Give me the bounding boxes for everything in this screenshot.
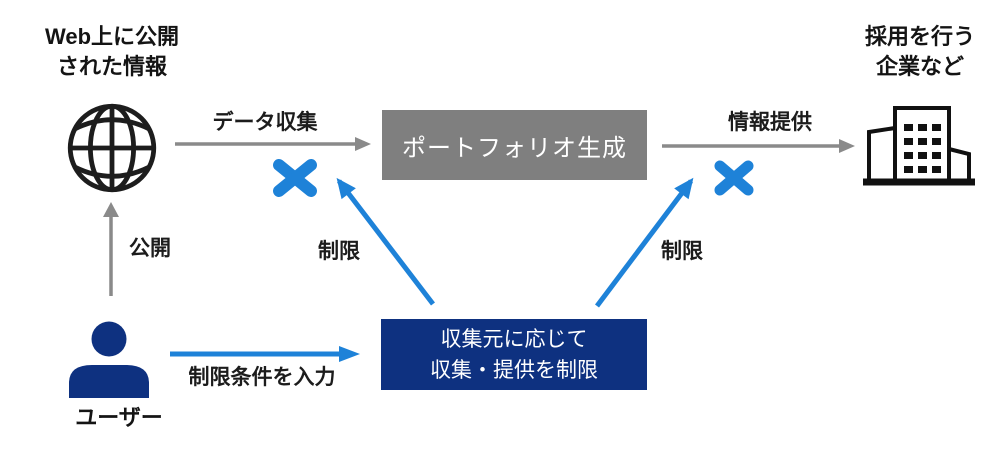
cross-icon	[712, 158, 756, 198]
user-label: ユーザー	[75, 405, 163, 430]
restrict-left-label: 制限	[318, 240, 360, 263]
portfolio-label: ポートフォリオ生成	[402, 134, 627, 162]
web-info-line1: Web上に公開	[44, 24, 180, 49]
web-info-label: Web上に公開 された情報	[22, 22, 202, 82]
info-provision-label: 情報提供	[728, 111, 812, 134]
info-provision-arrow	[660, 137, 860, 157]
restrict-right-arrow	[588, 168, 706, 310]
portfolio-box: ポートフォリオ生成	[382, 110, 647, 180]
building-icon	[858, 104, 980, 190]
globe-icon	[64, 100, 160, 196]
data-collection-label: データ収集	[212, 111, 318, 134]
input-conditions-arrow	[168, 344, 366, 364]
person-icon	[64, 320, 154, 400]
restrict-left-arrow	[323, 168, 441, 310]
input-conditions-label: 制限条件を入力	[188, 366, 336, 389]
company-line1: 採用を行う	[864, 24, 975, 49]
cross-icon	[271, 157, 319, 199]
restrict-right-label: 制限	[661, 240, 703, 263]
restriction-line1: 収集元に応じて	[440, 327, 588, 351]
publish-arrow	[98, 200, 124, 298]
restriction-line2: 収集・提供を制限	[430, 358, 598, 382]
data-collection-arrow	[173, 134, 375, 154]
publish-label: 公開	[129, 237, 171, 260]
web-info-line2: された情報	[56, 54, 167, 79]
company-line2: 企業など	[875, 54, 964, 79]
company-label: 採用を行う 企業など	[830, 22, 1006, 82]
restriction-box: 収集元に応じて 収集・提供を制限	[381, 319, 647, 390]
